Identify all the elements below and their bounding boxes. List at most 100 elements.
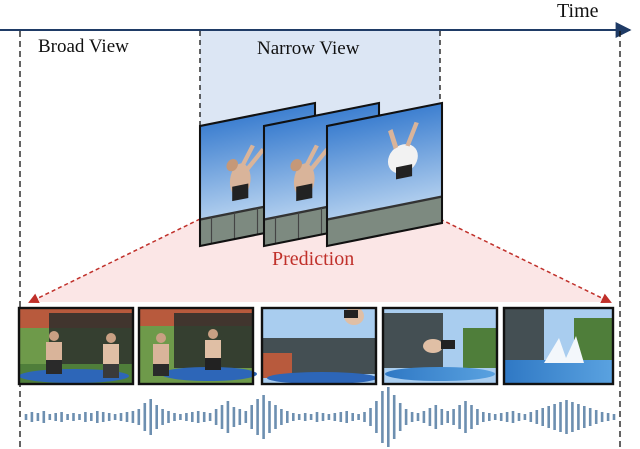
waveform-bar xyxy=(78,414,81,420)
audio-waveform xyxy=(24,387,616,447)
waveform-bar xyxy=(173,413,176,421)
waveform-bar xyxy=(464,401,467,433)
waveform-bar xyxy=(488,413,491,421)
waveform-bar xyxy=(149,399,152,435)
waveform-bar xyxy=(476,409,479,425)
waveform-bar xyxy=(398,403,402,431)
waveform-bar xyxy=(274,405,277,429)
waveform-bar xyxy=(547,406,550,428)
waveform-bar xyxy=(119,413,123,421)
waveform-bar xyxy=(588,408,592,426)
waveform-bar xyxy=(416,413,420,421)
waveform-bar xyxy=(232,407,236,427)
waveform-bar xyxy=(280,409,283,425)
waveform-bar xyxy=(345,411,348,423)
waveform-bar xyxy=(553,404,556,430)
waveform-bar xyxy=(179,414,182,420)
waveform-bar xyxy=(499,413,503,421)
waveform-bar xyxy=(36,413,40,421)
broad-view-label: Broad View xyxy=(38,36,129,57)
waveform-bar xyxy=(214,409,218,425)
prediction-arrow-right xyxy=(439,218,612,304)
waveform-bar xyxy=(202,412,206,422)
waveform-bar xyxy=(452,409,455,425)
waveform-bar xyxy=(381,391,384,443)
broad-frame-1 xyxy=(17,306,135,386)
waveform-bar xyxy=(612,414,616,420)
waveform-bar xyxy=(137,409,141,425)
waveform-bar xyxy=(84,412,87,422)
narrow-view-label: Narrow View xyxy=(257,38,360,59)
waveform-bar xyxy=(493,414,497,420)
waveform-bar xyxy=(90,413,93,421)
narrow-frame-3 xyxy=(325,101,444,248)
waveform-bar xyxy=(292,413,295,421)
waveform-bar xyxy=(482,412,485,422)
waveform-bar xyxy=(357,414,360,420)
waveform-bar xyxy=(161,409,164,425)
waveform-bar xyxy=(101,412,105,422)
waveform-bar xyxy=(155,405,158,429)
waveform-bar xyxy=(208,413,212,421)
waveform-bar xyxy=(583,406,586,428)
waveform-bar xyxy=(375,401,378,433)
waveform-bar xyxy=(262,395,265,439)
waveform-bar xyxy=(523,414,527,420)
broad-frame-5 xyxy=(502,306,615,386)
waveform-bar xyxy=(113,414,117,420)
waveform-bar xyxy=(446,411,449,423)
waveform-bar xyxy=(226,401,230,433)
waveform-bar xyxy=(363,412,366,422)
waveform-bar xyxy=(565,400,568,434)
waveform-bar xyxy=(387,387,390,447)
waveform-bar xyxy=(268,401,271,433)
broad-frame-4 xyxy=(381,306,499,386)
time-label: Time xyxy=(557,0,599,22)
waveform-bar xyxy=(315,412,319,422)
waveform-bar xyxy=(594,410,598,424)
waveform-bar xyxy=(428,408,432,426)
waveform-bar xyxy=(297,414,301,420)
waveform-bar xyxy=(458,405,461,429)
waveform-bar xyxy=(470,405,473,429)
waveform-bar xyxy=(24,414,28,420)
waveform-bar xyxy=(125,412,129,422)
waveform-bar xyxy=(535,410,539,424)
waveform-bar xyxy=(541,408,544,426)
waveform-bar xyxy=(511,411,515,423)
broad-frame-2 xyxy=(137,306,257,386)
waveform-bar xyxy=(131,411,135,423)
waveform-bar xyxy=(238,409,242,425)
waveform-bar xyxy=(42,411,46,423)
waveform-bar xyxy=(422,411,426,423)
waveform-bar xyxy=(66,414,69,420)
prediction-label: Prediction xyxy=(272,248,355,270)
broad-frame-3 xyxy=(260,306,378,386)
waveform-bar xyxy=(220,405,224,429)
waveform-bar xyxy=(606,413,610,421)
waveform-bar xyxy=(60,412,63,422)
waveform-bar xyxy=(196,411,200,423)
prediction-region xyxy=(30,219,610,302)
waveform-bar xyxy=(250,405,253,429)
waveform-bar xyxy=(191,412,194,422)
waveform-bar xyxy=(244,411,248,423)
waveform-bar xyxy=(571,402,574,432)
waveform-bar xyxy=(600,412,604,422)
waveform-bar xyxy=(505,412,509,422)
waveform-bar xyxy=(256,399,259,435)
waveform-bar xyxy=(339,412,343,422)
waveform-bar xyxy=(327,414,331,420)
waveform-bar xyxy=(48,414,52,420)
waveform-bar xyxy=(107,413,111,421)
waveform-bar xyxy=(440,409,444,425)
waveform-bar xyxy=(559,402,562,432)
waveform-bar xyxy=(303,413,307,421)
waveform-bar xyxy=(96,411,99,423)
waveform-bar xyxy=(517,413,521,421)
prediction-arrow-left xyxy=(28,218,201,304)
waveform-bar xyxy=(54,413,57,421)
waveform-bar xyxy=(321,413,325,421)
waveform-bar xyxy=(185,413,188,421)
